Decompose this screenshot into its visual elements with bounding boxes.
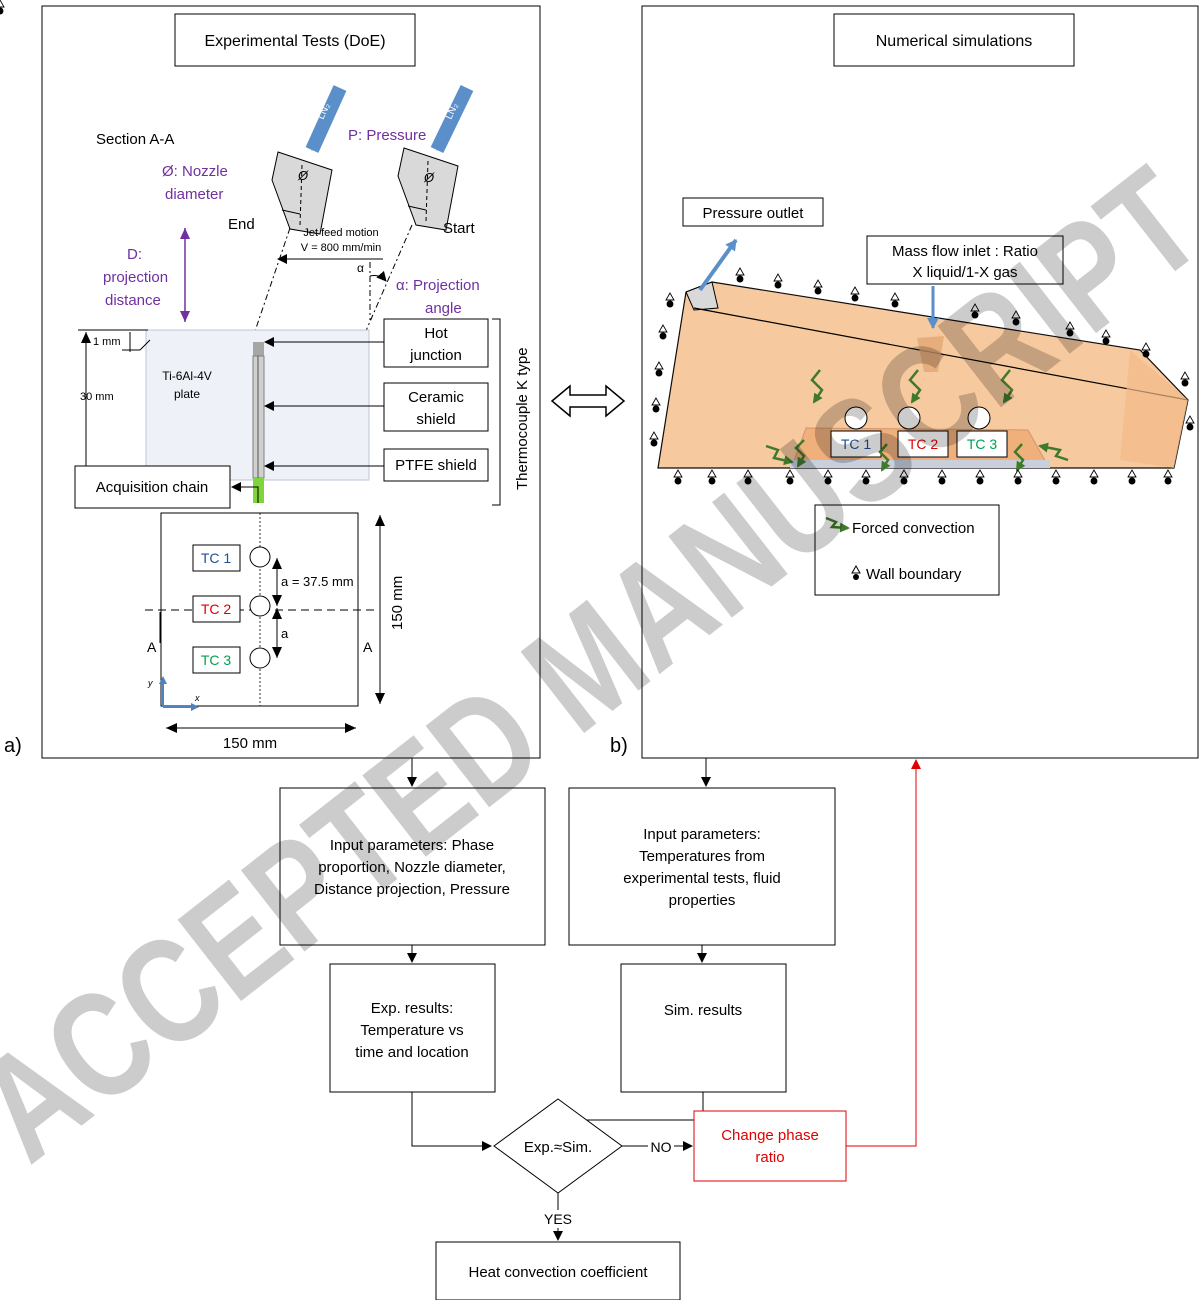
legend-wall-icon	[851, 564, 861, 574]
ln2-jet-end-arrow	[305, 85, 347, 153]
panel-a-label: a)	[4, 735, 22, 757]
exp-res-1: Exp. results:	[371, 1000, 454, 1017]
correspondence-double-arrow	[550, 384, 626, 418]
alpha-symbol: α	[357, 261, 364, 275]
change-1: Change phase	[721, 1127, 819, 1144]
input-sim-2: Temperatures from	[639, 848, 765, 865]
exp-res-2: Temperature vs	[360, 1022, 463, 1039]
pressure-outlet-arrow	[698, 238, 738, 292]
input-sim-4: properties	[669, 892, 736, 909]
label-nozzle-1: Ø: Nozzle	[162, 163, 228, 180]
forced-convection-arrows	[765, 369, 1069, 472]
dim-1mm: 1 mm	[93, 336, 121, 348]
label-angle-2: angle	[425, 300, 462, 317]
label-distance-3: distance	[105, 292, 161, 309]
hot-junction-2: junction	[409, 347, 462, 364]
sim-tc1: TC 1	[841, 436, 872, 452]
decision-label: Exp.≈Sim.	[524, 1139, 592, 1156]
a-short: a	[281, 626, 289, 641]
sim-res: Sim. results	[664, 1002, 742, 1019]
label-distance-1: D:	[127, 246, 142, 263]
legend-wall: Wall boundary	[866, 566, 962, 583]
nozzle-symbol-end: Ø	[297, 168, 309, 183]
feed-label-1: Jet feed motion	[303, 227, 378, 239]
jet-axis-end	[251, 227, 291, 341]
section-a-left: A	[147, 639, 157, 655]
pressure-outlet-label: Pressure outlet	[703, 205, 805, 222]
ptfe-label: PTFE shield	[395, 457, 477, 474]
plan-tc3: TC 3	[201, 652, 232, 668]
input-exp-1: Input parameters: Phase	[330, 837, 494, 854]
panel-b-title: Numerical simulations	[876, 33, 1033, 50]
plan-tc2: TC 2	[201, 601, 232, 617]
input-sim-3: experimental tests, fluid	[623, 870, 781, 887]
label-distance-2: projection	[103, 269, 168, 286]
input-sim-1: Input parameters:	[643, 826, 761, 843]
label-start: Start	[443, 220, 476, 237]
label-end: End	[228, 216, 255, 233]
input-exp-2: proportion, Nozzle diameter,	[318, 859, 506, 876]
mass-flow-2: X liquid/1-X gas	[912, 264, 1017, 281]
yes-label: YES	[544, 1211, 572, 1227]
panel-b: b) Numerical simulations Pressure outlet…	[0, 0, 1199, 759]
label-nozzle-2: diameter	[165, 186, 223, 203]
section-a-right: A	[363, 639, 373, 655]
sim-legend	[814, 504, 1000, 596]
angle-arc	[369, 270, 387, 282]
label-angle-1: α: Projection	[396, 277, 480, 294]
input-exp-box	[279, 787, 546, 946]
hot-junction-tip	[253, 342, 264, 356]
input-sim-box	[568, 787, 836, 946]
nozzle-start: Ø	[397, 147, 459, 231]
ceramic-1: Ceramic	[408, 389, 464, 406]
ceramic-2: shield	[416, 411, 455, 428]
axis-x: x	[194, 693, 200, 703]
no-label: NO	[651, 1139, 672, 1155]
input-exp-3: Distance projection, Pressure	[314, 881, 510, 898]
plate-label-1: Ti-6Al-4V	[162, 369, 212, 383]
thermocouple-label: Thermocouple K type	[514, 347, 531, 490]
dim-150-vertical: 150 mm	[389, 576, 406, 630]
plate-label-2: plate	[174, 387, 200, 401]
feed-label-2: V = 800 mm/min	[301, 242, 381, 254]
acquisition-label: Acquisition chain	[96, 479, 209, 496]
nozzle-symbol-start: Ø	[423, 170, 435, 185]
a-dimension: a = 37.5 mm	[281, 574, 354, 589]
wall-boundary-markers	[0, 0, 1195, 485]
exp-results-box	[329, 963, 496, 1093]
change-2: ratio	[755, 1149, 784, 1166]
mass-flow-1: Mass flow inlet : Ratio	[892, 243, 1038, 260]
change-phase-box	[693, 1110, 847, 1182]
legend-forced: Forced convection	[852, 520, 975, 537]
nozzle-end: Ø	[271, 151, 333, 235]
dim-150-horizontal: 150 mm	[223, 735, 277, 752]
legend-convection-icon	[825, 516, 850, 533]
sim-tc2: TC 2	[908, 436, 939, 452]
section-label: Section A-A	[96, 131, 174, 148]
hot-junction-1: Hot	[424, 325, 448, 342]
panel-b-label: b)	[610, 735, 628, 757]
acq-arrow	[231, 482, 259, 503]
panel-a-title: Experimental Tests (DoE)	[204, 33, 385, 50]
flowchart: Input parameters: Phase proportion, Nozz…	[279, 758, 921, 1300]
label-pressure: P: Pressure	[348, 127, 426, 144]
sim-tc3: TC 3	[967, 436, 998, 452]
final-label: Heat convection coefficient	[469, 1264, 649, 1281]
feedback-loop-arrow	[846, 759, 921, 1147]
ln2-jet-start-arrow	[430, 84, 474, 154]
exp-res-3: time and location	[355, 1044, 468, 1061]
dim-30mm: 30 mm	[80, 391, 114, 403]
sim-results-box	[620, 963, 787, 1093]
final-box	[435, 1241, 681, 1300]
plan-tc1: TC 1	[201, 550, 232, 566]
panel-a: a) Experimental Tests (DoE) Section A-A …	[4, 5, 541, 759]
axis-y: y	[147, 678, 153, 688]
